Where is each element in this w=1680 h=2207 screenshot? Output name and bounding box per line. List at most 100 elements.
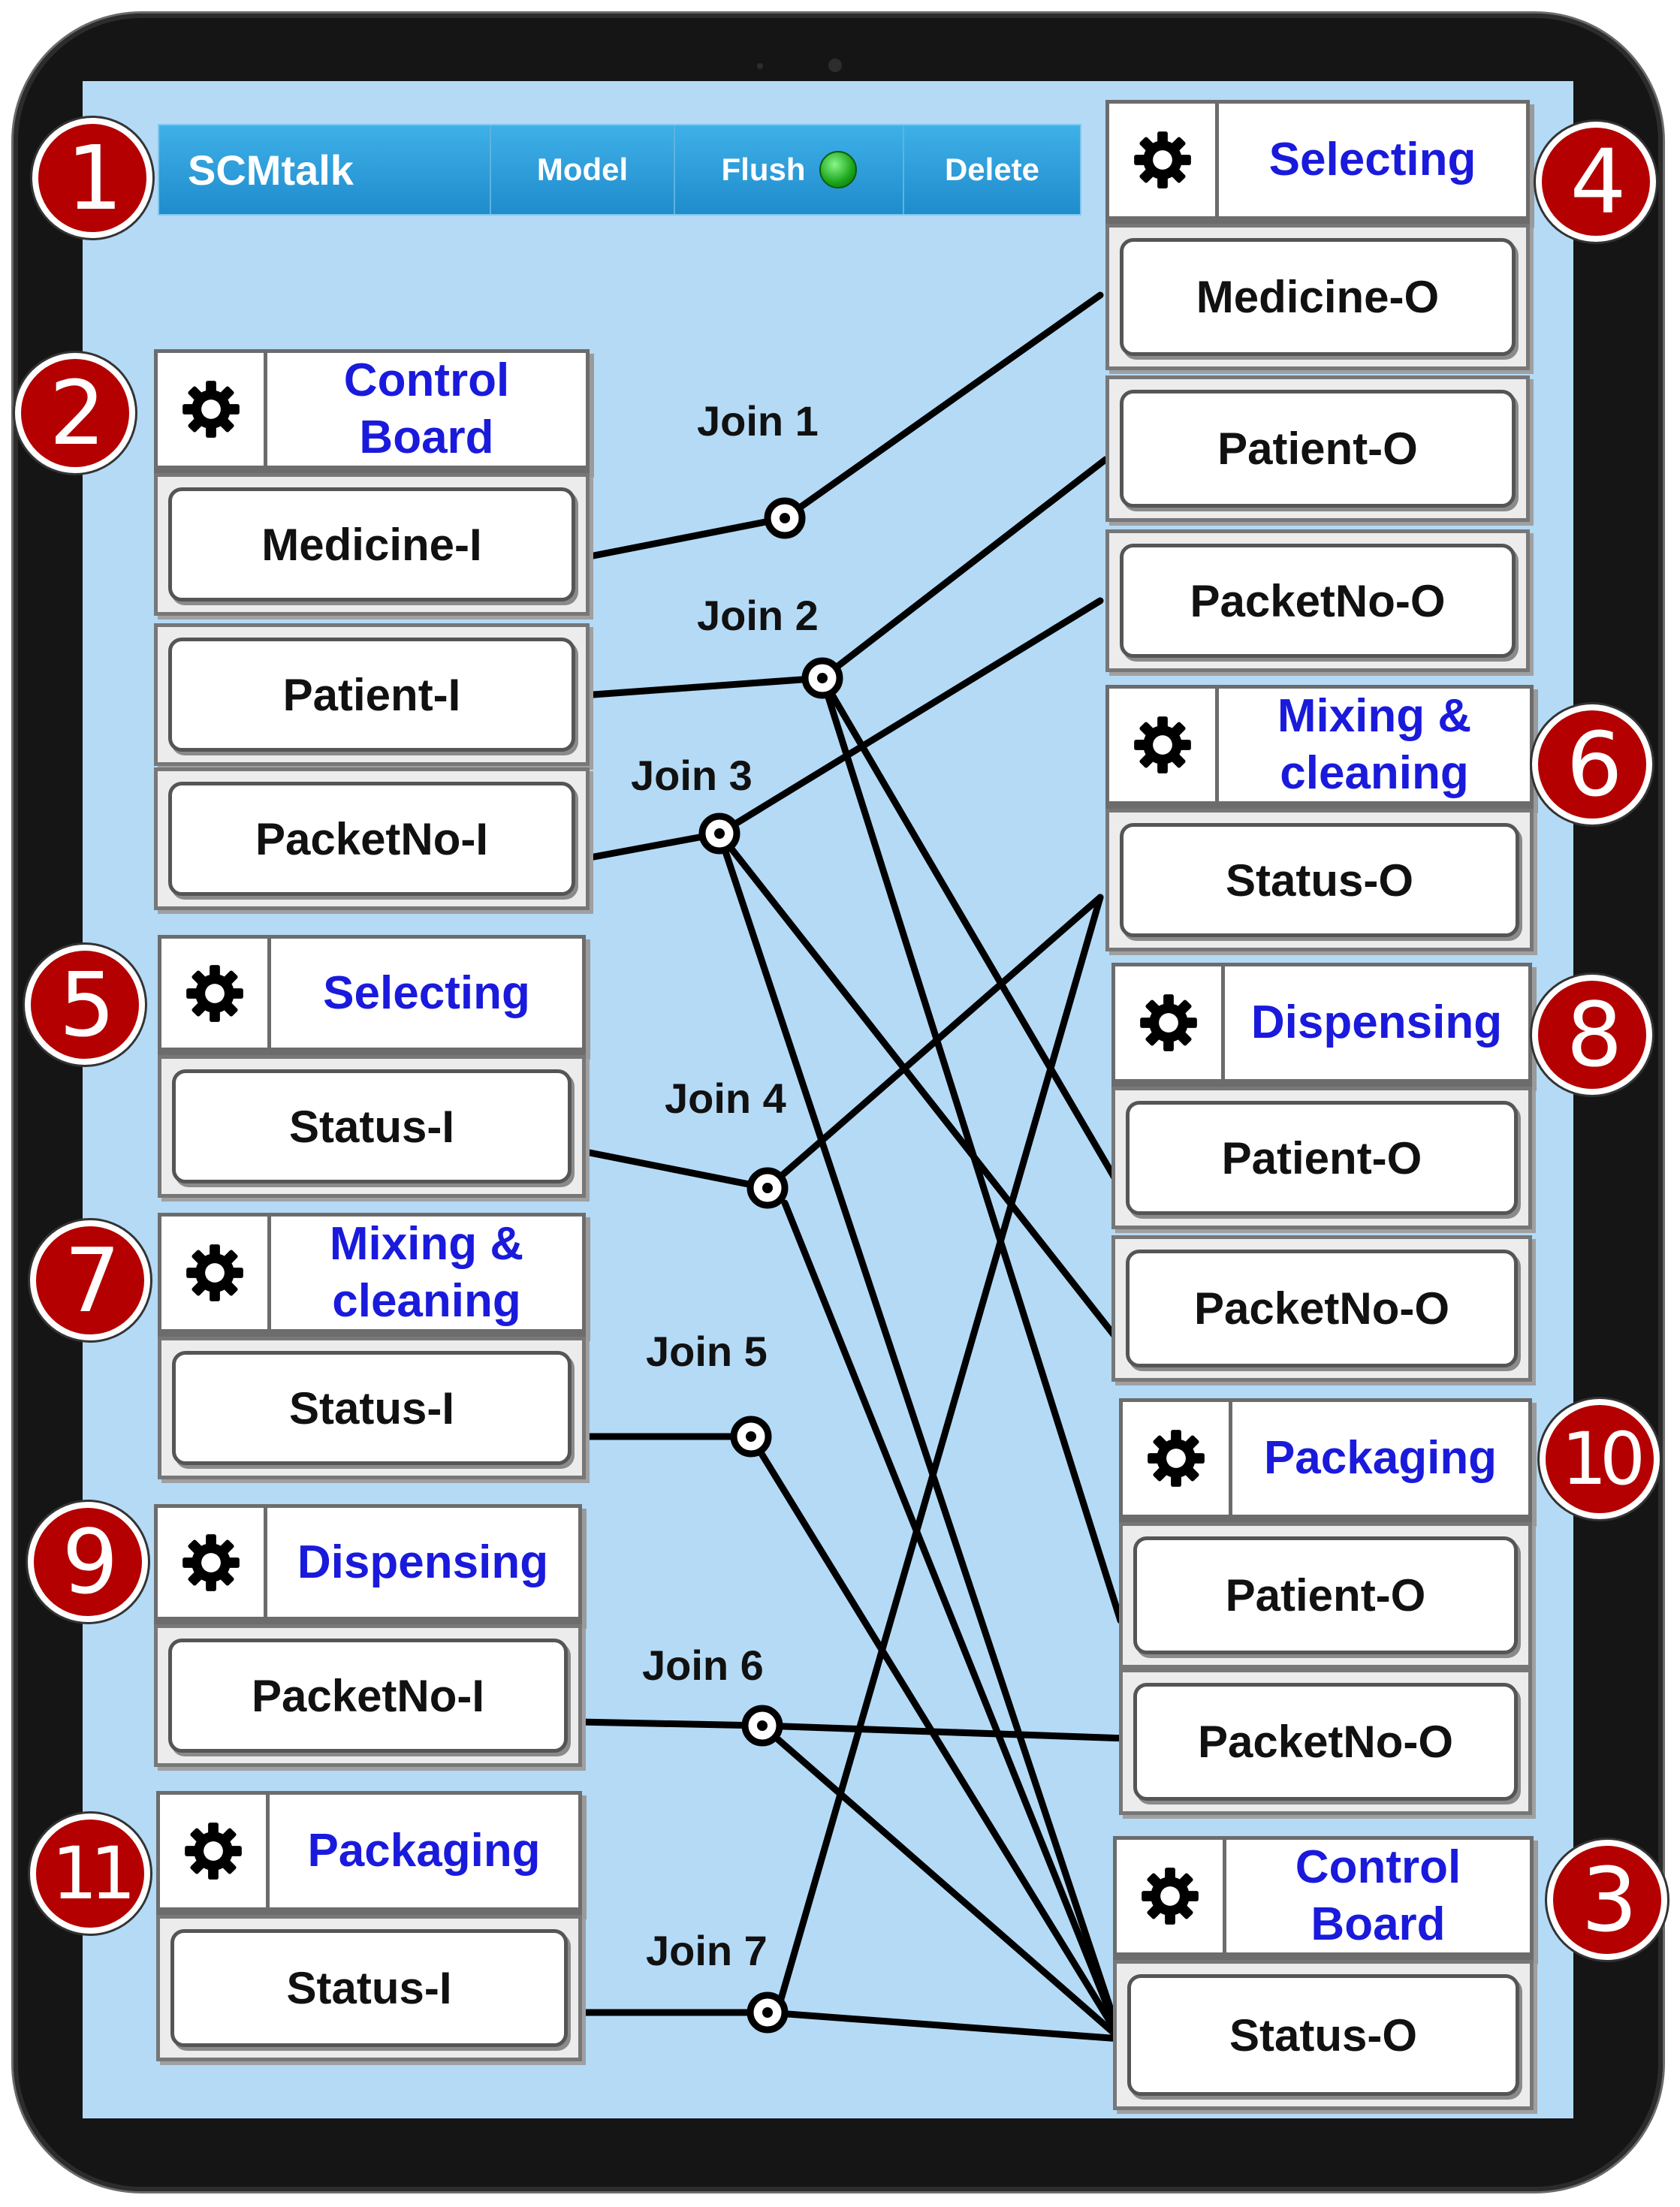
port-status-o-control[interactable]: Status-O	[1113, 1960, 1534, 2110]
port-label[interactable]: Status-O	[1120, 823, 1519, 937]
port-packetno-o-selecting[interactable]: PacketNo-O	[1105, 529, 1530, 672]
wire-join3-out1	[716, 597, 1104, 837]
wire-join4-out1	[764, 894, 1104, 1192]
port-label[interactable]: PacketNo-O	[1133, 1683, 1518, 1801]
wire-join3-out3	[716, 830, 1124, 2043]
right-packaging-block[interactable]: Packaging	[1119, 1398, 1532, 1522]
flush-button[interactable]: Flush	[674, 125, 903, 214]
annotation-badge-7: 7	[30, 1220, 150, 1340]
block-title: Mixing &cleaning	[1277, 690, 1472, 799]
join6-label: Join 6	[642, 1642, 764, 1689]
port-label[interactable]: PacketNo-O	[1126, 1250, 1518, 1367]
port-label[interactable]: Status-I	[170, 1929, 568, 2047]
block-title: Selecting	[323, 966, 530, 1019]
block-title: Packaging	[307, 1825, 541, 1877]
flush-label: Flush	[721, 152, 806, 187]
annotation-badge-5: 5	[25, 945, 145, 1065]
right-dispensing-block[interactable]: Dispensing	[1111, 963, 1532, 1087]
port-status-o-mixing[interactable]: Status-O	[1105, 809, 1534, 951]
gear-icon[interactable]	[1109, 689, 1219, 801]
port-label[interactable]: PacketNo-I	[168, 1639, 568, 1753]
port-status-i-mixing[interactable]: Status-I	[158, 1337, 586, 1479]
join2-label: Join 2	[697, 592, 819, 639]
port-patient-i[interactable]: Patient-I	[154, 623, 590, 766]
join4-label: Join 4	[665, 1075, 786, 1122]
annotation-badge-2: 2	[15, 353, 135, 473]
left-dispensing-block[interactable]: Dispensing	[154, 1504, 582, 1624]
wire-join1-in	[582, 514, 789, 561]
wire-join3-out2	[716, 830, 1119, 1340]
wire-join2-out1	[819, 456, 1109, 682]
gear-icon[interactable]	[1123, 1402, 1232, 1515]
app-title: SCMtalk	[188, 146, 354, 194]
annotation-badge-6: 6	[1532, 704, 1652, 825]
join3-label: Join 3	[631, 752, 753, 799]
wire-join6-out1	[759, 1722, 1130, 1742]
join5-label: Join 5	[646, 1328, 768, 1375]
gear-icon[interactable]	[160, 1795, 270, 1907]
annotation-badge-8: 8	[1532, 975, 1652, 1095]
gear-icon[interactable]	[158, 1508, 267, 1617]
port-status-i-selecting[interactable]: Status-I	[158, 1055, 586, 1198]
wire-join3-in	[582, 830, 723, 862]
left-packaging-block[interactable]: Packaging	[156, 1791, 582, 1915]
left-mixing-cleaning-block[interactable]: Mixing &cleaning	[158, 1213, 586, 1337]
port-label[interactable]: PacketNo-O	[1120, 544, 1516, 658]
port-label[interactable]: Medicine-I	[168, 487, 575, 601]
join7-label: Join 7	[646, 1927, 768, 1974]
left-selecting-block[interactable]: Selecting	[158, 935, 586, 1055]
port-packetno-i-dispensing[interactable]: PacketNo-I	[154, 1624, 582, 1767]
port-label[interactable]: Patient-O	[1133, 1536, 1518, 1654]
port-label[interactable]: Patient-O	[1120, 390, 1516, 508]
wire-join5-out	[747, 1433, 1124, 2043]
port-status-i-packaging[interactable]: Status-I	[156, 1915, 582, 2061]
gear-icon[interactable]	[161, 1217, 271, 1329]
join1-label: Join 1	[697, 397, 819, 445]
gear-icon[interactable]	[1117, 1840, 1226, 1952]
block-title: Dispensing	[297, 1536, 549, 1588]
port-label[interactable]: Status-O	[1127, 1974, 1519, 2096]
gear-icon[interactable]	[1109, 104, 1219, 216]
port-packetno-o-dispensing[interactable]: PacketNo-O	[1111, 1235, 1532, 1382]
wire-join2-in	[590, 674, 826, 698]
delete-button[interactable]: Delete	[903, 125, 1080, 214]
port-label[interactable]: Patient-I	[168, 638, 575, 752]
right-selecting-block[interactable]: Selecting	[1105, 100, 1530, 224]
annotation-badge-9: 9	[28, 1502, 148, 1622]
annotation-badge-11: 11	[30, 1814, 150, 1934]
gear-icon[interactable]	[1115, 966, 1225, 1079]
port-patient-o-dispensing[interactable]: Patient-O	[1111, 1087, 1532, 1229]
port-label[interactable]: Status-I	[172, 1351, 572, 1465]
port-medicine-o[interactable]: Medicine-O	[1105, 224, 1530, 370]
tablet-sensor	[757, 63, 763, 69]
port-label[interactable]: Status-I	[172, 1069, 572, 1183]
right-mixing-cleaning-block[interactable]: Mixing &cleaning	[1105, 685, 1534, 809]
wire-join4-out2	[781, 1199, 1124, 2043]
wire-join2-out2	[819, 674, 1119, 1183]
tablet-camera	[828, 59, 842, 72]
port-label[interactable]: Patient-O	[1126, 1101, 1518, 1215]
gear-icon[interactable]	[161, 939, 271, 1048]
annotation-badge-3: 3	[1547, 1840, 1667, 1960]
app-toolbar: SCMtalk Model Flush Delete	[158, 124, 1081, 216]
gear-icon[interactable]	[158, 353, 267, 466]
wire-join7-out2	[777, 894, 1104, 2003]
port-packetno-o-packaging[interactable]: PacketNo-O	[1119, 1669, 1532, 1815]
port-medicine-i[interactable]: Medicine-I	[154, 473, 590, 616]
port-packetno-i[interactable]: PacketNo-I	[154, 767, 590, 910]
wire-join7-out1	[764, 2009, 1124, 2043]
port-label[interactable]: PacketNo-I	[168, 782, 575, 896]
block-title: Selecting	[1268, 134, 1476, 185]
port-label[interactable]: Medicine-O	[1120, 238, 1516, 356]
wire-join1-out	[781, 291, 1104, 522]
annotation-badge-4: 4	[1536, 122, 1656, 242]
port-patient-o-packaging[interactable]: Patient-O	[1119, 1522, 1532, 1669]
annotation-badge-1: 1	[32, 118, 152, 238]
model-button[interactable]: Model	[490, 125, 674, 214]
port-patient-o-selecting[interactable]: Patient-O	[1105, 375, 1530, 522]
